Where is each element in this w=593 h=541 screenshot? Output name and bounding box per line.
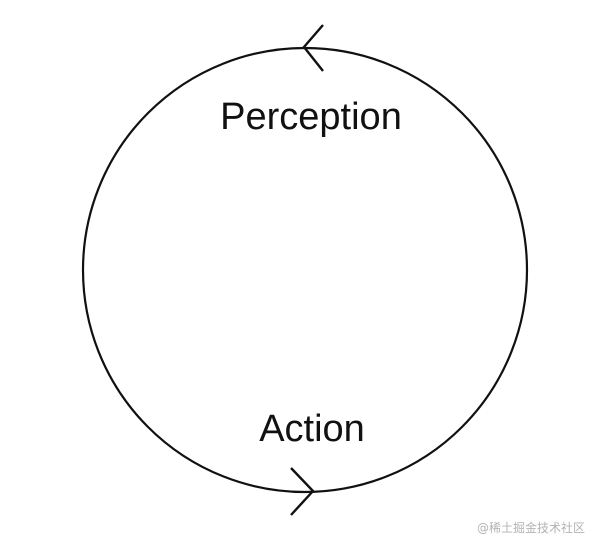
- bottom-arrowhead-right-icon: [290, 467, 315, 516]
- top-arrowhead-left-icon: [302, 24, 324, 72]
- node-label-perception: Perception: [220, 96, 402, 138]
- watermark-text: @稀土掘金技术社区: [477, 520, 585, 535]
- node-label-action: Action: [259, 408, 365, 450]
